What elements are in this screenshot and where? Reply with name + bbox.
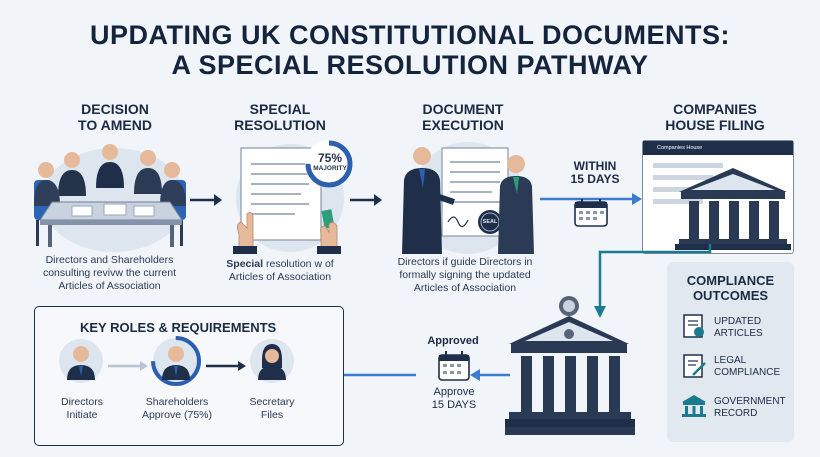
arrow-right-icon bbox=[108, 361, 148, 371]
step2-caption: Special resolution w of Articles of Asso… bbox=[205, 258, 355, 284]
companies-house-building-icon bbox=[505, 296, 635, 435]
role-shareholders: Shareholders Approve (75%) bbox=[132, 396, 222, 422]
approved-label: Approved bbox=[427, 335, 479, 347]
document-check-icon bbox=[683, 314, 704, 338]
step2-caption-line2: Articles of Association bbox=[228, 271, 332, 283]
role-directors: Directors Initiate bbox=[46, 396, 118, 422]
outcome1-line2: ARTICLES bbox=[714, 328, 763, 339]
step1-caption-line2: consulting revivw the current bbox=[42, 267, 177, 279]
step1-title-line2: TO AMEND bbox=[78, 117, 152, 133]
within-label: WITHIN 15 DAYS bbox=[560, 160, 630, 186]
approve-days-label: Approve 15 DAYS bbox=[418, 386, 490, 412]
majority-badge: 75% MAJORITY bbox=[305, 152, 355, 173]
meeting-illustration bbox=[22, 140, 197, 252]
majority-label: MAJORITY bbox=[313, 165, 347, 172]
outcome3-line1: GOVERNMENT bbox=[714, 396, 786, 407]
outcome2-line2: COMPLIANCE bbox=[714, 367, 781, 378]
step3-title: DOCUMENT EXECUTION bbox=[388, 101, 538, 133]
shareholder-avatar-icon bbox=[151, 336, 201, 386]
execution-illustration bbox=[392, 136, 542, 256]
step1-caption-line3: Articles of Association bbox=[58, 280, 161, 292]
outcome2-line1: LEGAL bbox=[714, 355, 747, 366]
step2-caption-bold: Special bbox=[226, 258, 264, 270]
within-line1: WITHIN bbox=[573, 159, 617, 173]
step2-title: SPECIAL RESOLUTION bbox=[205, 101, 355, 133]
within-line2: 15 DAYS bbox=[570, 172, 620, 186]
step3-caption-line3: Articles of Association bbox=[413, 282, 517, 294]
role-secretary: Secretary Files bbox=[236, 396, 308, 422]
role3-line1: Secretary bbox=[249, 396, 295, 408]
teal-connector bbox=[594, 244, 712, 318]
step2-title-line2: RESOLUTION bbox=[234, 117, 326, 133]
arrow-left-icon bbox=[470, 369, 510, 381]
secretary-avatar-icon bbox=[250, 339, 294, 383]
step4-title-line2: HOUSE FILING bbox=[665, 117, 765, 133]
step3-title-line1: DOCUMENT bbox=[422, 101, 504, 117]
compliance-title-line1: COMPLIANCE bbox=[686, 273, 775, 288]
step1-caption-line1: Directors and Shareholders bbox=[45, 254, 174, 266]
director-avatar-icon bbox=[59, 339, 103, 383]
window-header: Companies House bbox=[643, 141, 793, 155]
outcome1-line1: UPDATED bbox=[714, 316, 762, 327]
seal-label: SEAL bbox=[482, 219, 498, 225]
outcome-legal-compliance: LEGAL COMPLIANCE bbox=[714, 355, 780, 379]
calendar-icon bbox=[574, 199, 608, 227]
outcome-government-record: GOVERNMENT RECORD bbox=[714, 396, 786, 420]
step1-title-line1: DECISION bbox=[81, 101, 149, 117]
approve-line1: Approve bbox=[433, 386, 475, 398]
role1-line1: Directors bbox=[60, 396, 103, 408]
step3-caption-line2: formally signing the updated bbox=[399, 269, 531, 281]
window-label: Companies House bbox=[657, 145, 703, 151]
majority-percent: 75% bbox=[317, 151, 343, 165]
bank-building-icon bbox=[682, 395, 706, 417]
government-building-icon bbox=[675, 168, 791, 250]
page-title-line-2: A SPECIAL RESOLUTION PATHWAY bbox=[171, 50, 649, 80]
step3-caption-line1: Directors if guide Directors in bbox=[397, 256, 533, 268]
key-roles-title: KEY ROLES & REQUIREMENTS bbox=[80, 320, 277, 335]
page-title-line-1: UPDATING UK CONSTITUTIONAL DOCUMENTS: bbox=[90, 20, 730, 50]
role2-line2: Approve (75%) bbox=[141, 409, 213, 421]
arrow-right-icon bbox=[206, 361, 246, 371]
role2-line1: Shareholders bbox=[145, 396, 209, 408]
compliance-title-line2: OUTCOMES bbox=[692, 288, 769, 303]
step2-caption-line1: resolution w of bbox=[263, 258, 334, 270]
role1-line2: Initiate bbox=[66, 409, 98, 421]
step4-title: COMPANIES HOUSE FILING bbox=[640, 101, 790, 133]
step4-title-line1: COMPANIES bbox=[673, 101, 757, 117]
step3-caption: Directors if guide Directors in formally… bbox=[375, 256, 555, 295]
document-pen-icon bbox=[683, 354, 706, 378]
arrow-right-icon bbox=[190, 194, 222, 206]
step1-caption: Directors and Shareholders consulting re… bbox=[22, 254, 197, 293]
step3-title-line2: EXECUTION bbox=[422, 117, 504, 133]
arrow-right-icon bbox=[350, 194, 382, 206]
outcome3-line2: RECORD bbox=[714, 408, 758, 419]
step2-title-line1: SPECIAL bbox=[249, 101, 311, 117]
outcome-updated-articles: UPDATED ARTICLES bbox=[714, 316, 763, 340]
step1-title: DECISION TO AMEND bbox=[40, 101, 190, 133]
approve-line2: 15 DAYS bbox=[431, 399, 477, 411]
role3-line2: Files bbox=[260, 409, 284, 421]
within-arrow bbox=[540, 193, 642, 205]
compliance-title: COMPLIANCE OUTCOMES bbox=[667, 273, 794, 303]
approved-calendar-icon bbox=[438, 351, 470, 381]
compliance-panel bbox=[667, 262, 794, 442]
resolution-illustration bbox=[225, 138, 365, 254]
